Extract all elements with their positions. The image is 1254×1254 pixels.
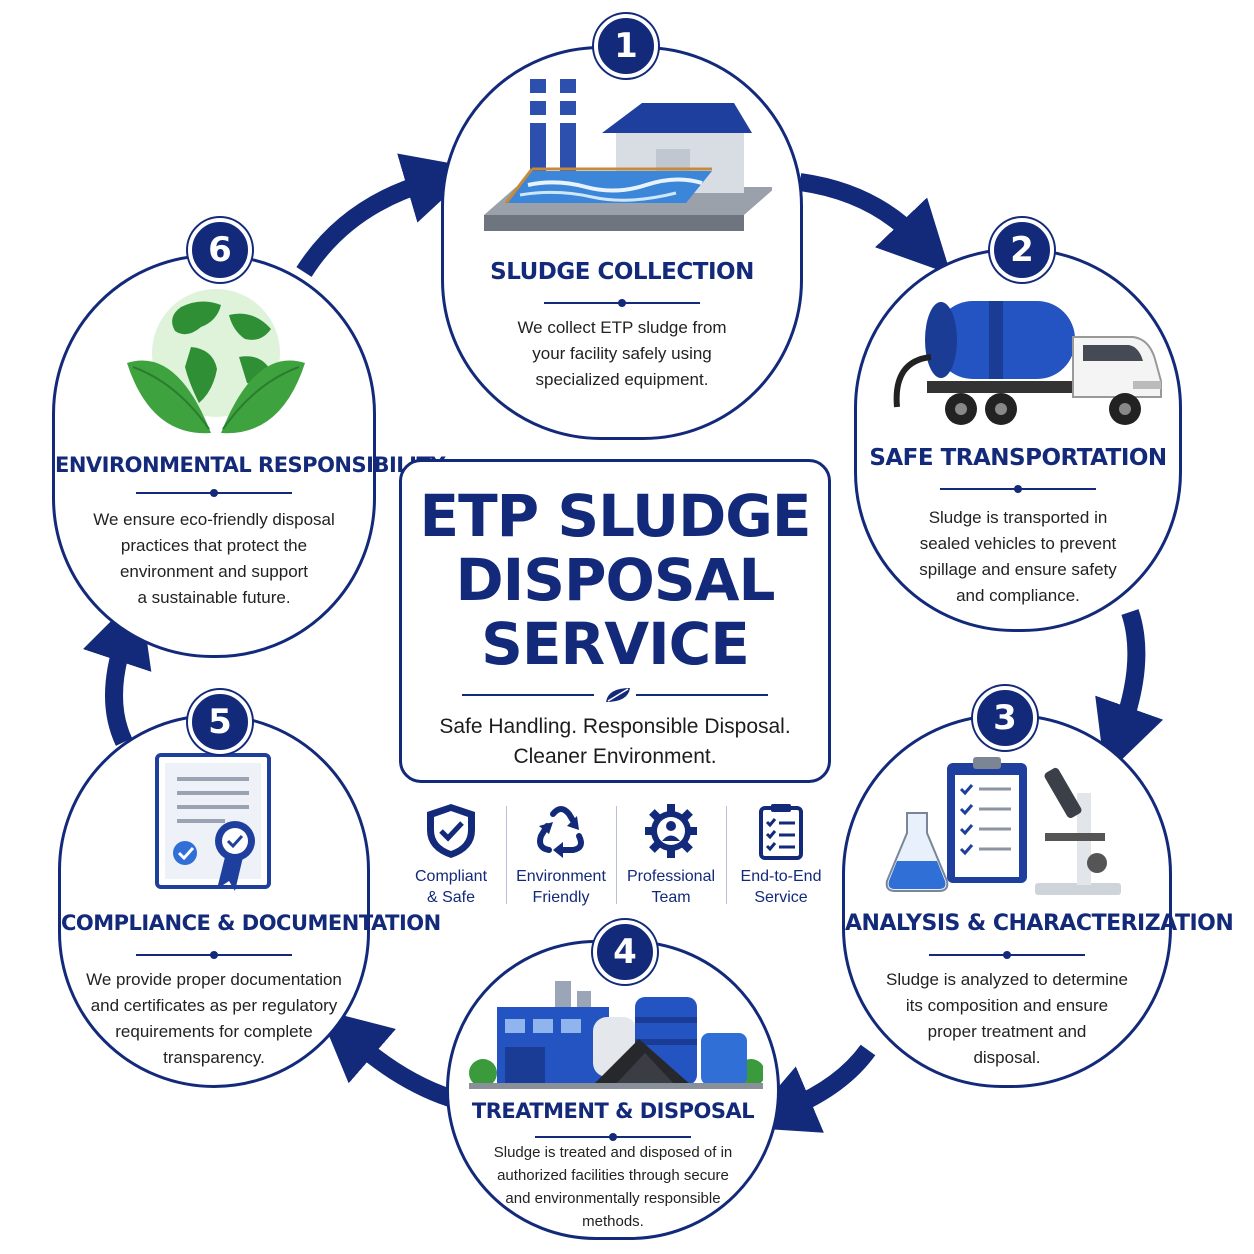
step-3-separator (929, 951, 1085, 959)
lab-analysis-icon (885, 753, 1125, 908)
arrow-4-to-5 (317, 1008, 453, 1107)
feature-environment: Environment Friendly (506, 800, 616, 910)
feature-professional: Professional Team (616, 800, 726, 910)
step-3-card: ANALYSIS & CHARACTERIZATION Sludge is an… (842, 714, 1234, 1088)
feature-compliant: Compliant & Safe (396, 800, 506, 910)
feature-row: Compliant & Safe Environment Friendly (396, 800, 836, 910)
recycle-icon (537, 806, 584, 858)
step-1-title: SLUDGE COLLECTION (490, 259, 754, 285)
shield-check-icon (427, 804, 475, 858)
step-2-title: SAFE TRANSPORTATION (869, 445, 1167, 471)
arrow-1-to-2 (798, 173, 951, 275)
disposal-facility-icon (469, 977, 765, 1094)
step-5-separator (136, 951, 292, 959)
step-6-card: ENVIRONMENTAL RESPONSIBILITY We ensure e… (52, 254, 445, 658)
step-3-description: Sludge is analyzed to determine its comp… (886, 970, 1128, 1067)
globe-leaves-icon (121, 287, 311, 442)
step-4-card: TREATMENT & DISPOSAL Sludge is treated a… (446, 940, 780, 1240)
step-5-card: COMPLIANCE & DOCUMENTATION We provide pr… (58, 714, 441, 1088)
arrow-6-to-1 (296, 153, 477, 277)
title-separator (462, 688, 768, 702)
tanker-truck-icon (877, 297, 1167, 438)
step-6-title: ENVIRONMENTAL RESPONSIBILITY (55, 453, 445, 477)
step-2-badge: 2 (990, 218, 1054, 282)
leaf-icon (606, 688, 630, 702)
step-3-badge: 3 (973, 686, 1037, 750)
step-2-separator (940, 485, 1096, 493)
step-2-description: Sludge is transported in sealed vehicles… (919, 508, 1117, 605)
feature-divider (616, 806, 617, 904)
step-1-separator (544, 299, 700, 307)
step-2-card: SAFE TRANSPORTATION Sludge is transporte… (854, 248, 1182, 632)
tagline: Safe Handling. Responsible Disposal. Cle… (439, 715, 791, 768)
step-6-description: We ensure eco-friendly disposal practice… (93, 510, 335, 607)
arrow-2-to-3 (1095, 609, 1164, 776)
arrow-5-to-6 (83, 592, 152, 746)
feature-end-to-end: End-to-End Service (726, 800, 836, 910)
step-5-description: We provide proper documentation and cert… (86, 970, 342, 1067)
step-5-title: COMPLIANCE & DOCUMENTATION (61, 911, 441, 935)
treatment-plant-icon (476, 75, 776, 246)
step-6-badge: 6 (188, 218, 252, 282)
gear-person-icon (645, 804, 697, 858)
arrow-3-to-4 (743, 1044, 876, 1133)
step-1-description: We collect ETP sludge from your facility… (517, 318, 727, 389)
feature-divider (506, 806, 507, 904)
main-title: ETP SLUDGE DISPOSAL SERVICE (419, 482, 811, 678)
step-4-description: Sludge is treated and disposed of in aut… (493, 1144, 733, 1230)
step-5-badge: 5 (188, 690, 252, 754)
checklist-icon (759, 804, 803, 860)
step-1-card: SLUDGE COLLECTION We collect ETP sludge … (441, 46, 803, 440)
certificate-icon (155, 753, 275, 898)
feature-divider (726, 806, 727, 904)
step-1-badge: 1 (594, 14, 658, 78)
step-4-badge: 4 (593, 920, 657, 984)
step-3-title: ANALYSIS & CHARACTERIZATION (845, 911, 1234, 936)
step-4-title: TREATMENT & DISPOSAL (471, 1099, 755, 1123)
step-4-separator (535, 1133, 691, 1141)
step-6-separator (136, 489, 292, 497)
center-title-card: ETP SLUDGE DISPOSAL SERVICE Safe Handlin… (399, 459, 831, 783)
